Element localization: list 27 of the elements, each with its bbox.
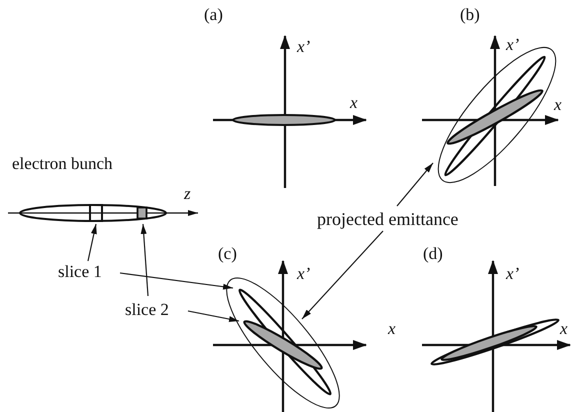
leader-line (140, 224, 149, 296)
leader-line (302, 230, 384, 320)
slice-ellipse (243, 320, 323, 370)
axis-label: x (388, 320, 396, 337)
slice-band (89, 204, 103, 222)
emittance-ellipse (226, 278, 340, 408)
callout-text: slice 2 (125, 301, 169, 318)
axis-label: x’ (297, 38, 310, 55)
slice-band (136, 206, 148, 220)
leader-line (120, 272, 234, 290)
callout-text: slice 1 (58, 263, 102, 280)
axis-label: x’ (506, 36, 520, 53)
axis-label: x’ (297, 265, 310, 282)
callout-text: projected emittance (317, 210, 458, 228)
axis-label: z (184, 185, 191, 202)
panel-label: (c) (218, 245, 237, 262)
leader-line (396, 162, 434, 206)
axis-label: x (350, 94, 358, 111)
axis-label: x (560, 320, 568, 337)
caption-text: electron bunch (12, 155, 113, 172)
leader-line (188, 310, 240, 322)
panel-label: (a) (204, 6, 223, 23)
axis-label: x’ (506, 265, 520, 282)
panel-label: (d) (423, 245, 443, 262)
leader-line (87, 224, 97, 262)
panel-label: (b) (460, 6, 480, 23)
axis-label: x (554, 96, 562, 113)
